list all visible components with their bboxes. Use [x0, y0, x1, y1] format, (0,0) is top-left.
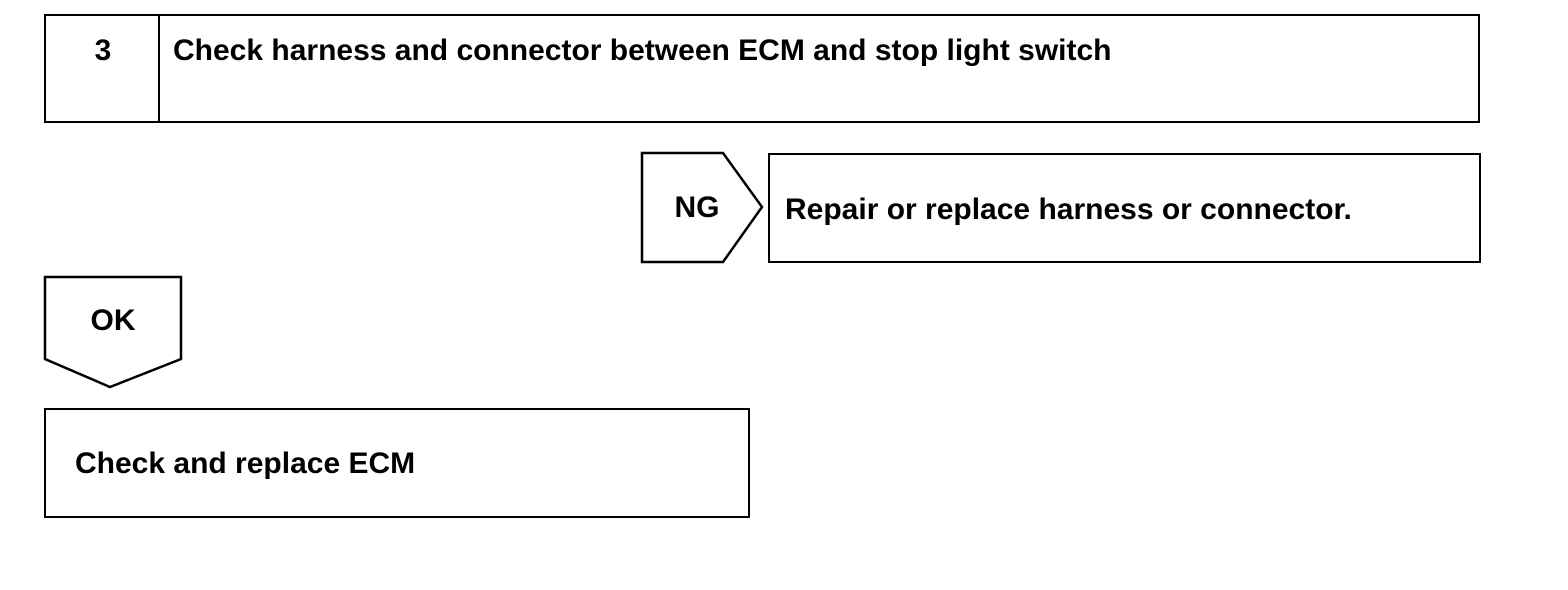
- ok-label: OK: [90, 304, 136, 337]
- ok-result-text: Check and replace ECM: [75, 447, 416, 480]
- ok-arrow-tag: [43, 275, 183, 389]
- ng-label: NG: [674, 191, 720, 224]
- ok-result-box: Check and replace ECM: [44, 408, 750, 518]
- ng-arrow-tag: [640, 151, 764, 264]
- step-box: 3 Check harness and connector between EC…: [44, 14, 1480, 123]
- step-title: Check harness and connector between ECM …: [173, 34, 1112, 67]
- step-number: 3: [94, 34, 112, 67]
- ng-result-text: Repair or replace harness or connector.: [785, 193, 1352, 226]
- step-number-cell: 3: [46, 16, 160, 121]
- ng-tag-shape: [640, 151, 764, 264]
- ng-result-box: Repair or replace harness or connector.: [768, 153, 1481, 263]
- ok-tag-shape: [43, 275, 183, 389]
